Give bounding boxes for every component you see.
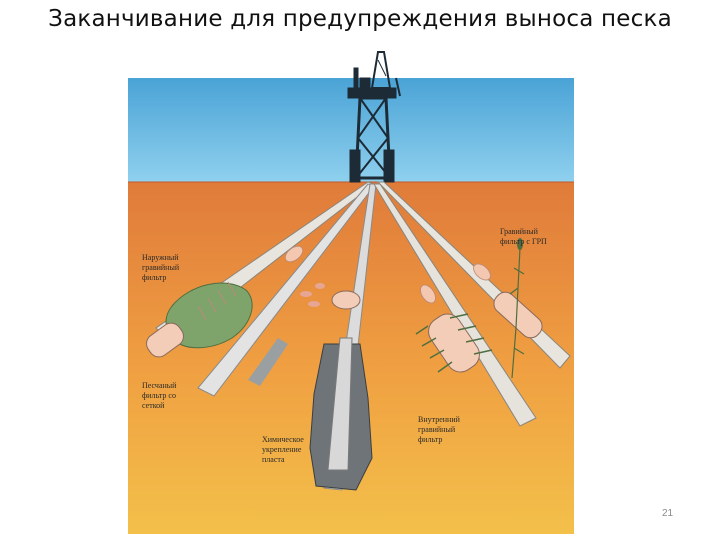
sand-control-illustration: Наружный гравийный фильтр Песчаный фильт… xyxy=(128,38,574,534)
label-chemical-consolidation: Химическое укрепление пласта xyxy=(262,435,306,464)
illustration-svg: Наружный гравийный фильтр Песчаный фильт… xyxy=(128,38,574,534)
well-bores xyxy=(146,181,571,491)
label-gravel-filter-gpr: Гравийный фильтр с ГРП xyxy=(500,227,547,246)
chemical-inner-pipe xyxy=(327,337,353,471)
frac-filter-section xyxy=(493,291,543,339)
sand-filter-mesh-section xyxy=(248,338,288,386)
pipe-collars xyxy=(284,245,491,304)
perforation-clouds xyxy=(300,283,325,307)
label-outer-gravel-filter: Наружный гравийный фильтр xyxy=(142,253,181,282)
label-inner-gravel-filter: Внутренний гравийный фильтр xyxy=(418,415,462,444)
page-number: 21 xyxy=(662,508,674,519)
inner-gravel-spikes xyxy=(415,313,493,373)
offshore-platform xyxy=(347,51,401,183)
frac-fracture-lines xyxy=(509,247,525,379)
outer-filter-end xyxy=(146,322,184,358)
frac-tip xyxy=(517,238,523,250)
chemical-pipe-collar xyxy=(331,290,361,310)
label-sand-filter-mesh: Песчаный фильтр со сеткой xyxy=(142,381,178,410)
slide-title: Заканчивание для предупреждения выноса п… xyxy=(48,6,672,32)
